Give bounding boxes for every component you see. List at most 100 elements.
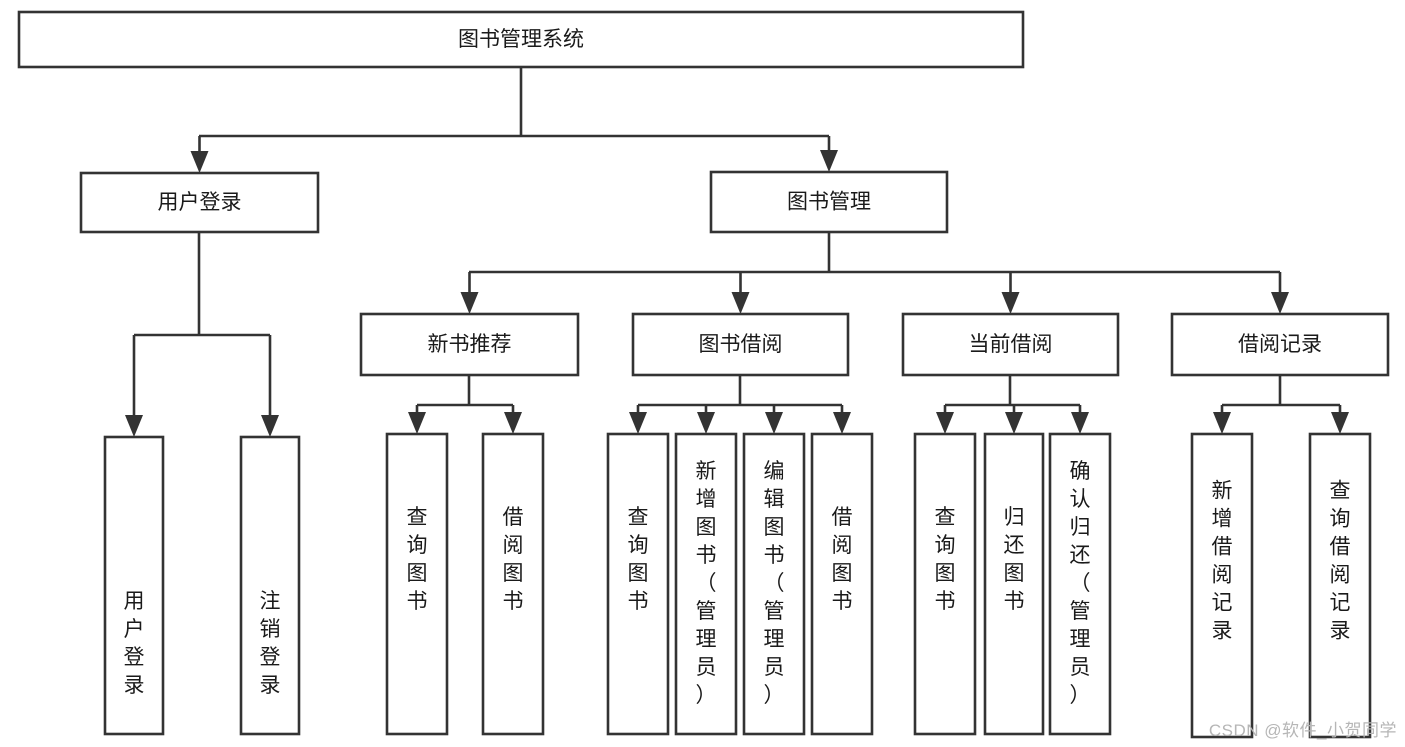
node-box-leaf-logout — [239, 435, 301, 736]
node-book-borrow[interactable]: 图书借阅 — [631, 312, 850, 377]
node-label-char: ） — [696, 684, 717, 707]
node-label-char: 图 — [503, 562, 524, 585]
node-box-new-book-recommend — [359, 312, 580, 377]
node-label-char: 阅 — [832, 534, 853, 557]
node-label-char: 理 — [764, 628, 785, 651]
node-borrow-record[interactable]: 借阅记录 — [1170, 312, 1390, 377]
node-label-char: 管 — [764, 600, 785, 623]
node-label-char: 管 — [696, 600, 717, 623]
node-label-char: 管 — [1070, 600, 1091, 623]
arrow-head-icon — [765, 412, 783, 434]
node-label-char: 借 — [1330, 535, 1351, 558]
node-current-borrow[interactable]: 当前借阅 — [901, 312, 1120, 377]
node-box-leaf-add-book — [674, 432, 738, 736]
node-label-char: 员 — [696, 656, 717, 679]
node-box-current-borrow — [901, 312, 1120, 377]
arrow-head-icon — [936, 412, 954, 434]
node-label-char: 图 — [696, 516, 717, 539]
node-label-char: 图 — [407, 562, 428, 585]
node-label-char: 销 — [260, 618, 281, 641]
node-label-char: 询 — [628, 534, 649, 557]
node-label-char: 查 — [407, 506, 428, 529]
node-label-char: 借 — [503, 506, 524, 529]
node-label-char: 书 — [832, 590, 853, 613]
node-label-char: ） — [1070, 684, 1091, 707]
node-label-char: 归 — [1004, 506, 1025, 529]
node-label-char: （ — [696, 572, 717, 595]
node-leaf-user-login[interactable]: 用户登录 — [103, 435, 165, 736]
node-label-char: 户 — [124, 618, 145, 641]
node-label-char: 员 — [764, 656, 785, 679]
node-label-char: 书 — [628, 590, 649, 613]
node-label-char: 理 — [696, 628, 717, 651]
node-label-char: 查 — [628, 506, 649, 529]
node-label-char: 确 — [1070, 460, 1091, 483]
node-label-char: 书 — [696, 544, 717, 567]
node-box-leaf-query-borrow-record — [1308, 432, 1372, 739]
connectors-layer — [125, 67, 1349, 437]
node-label-char: 图 — [1004, 562, 1025, 585]
arrow-head-icon — [1271, 292, 1289, 314]
node-label-char: 登 — [124, 646, 145, 669]
node-label-char: 注 — [260, 590, 281, 613]
node-box-leaf-borrow-book-1 — [481, 432, 545, 736]
node-box-leaf-confirm-return — [1048, 432, 1112, 736]
node-label-char: 员 — [1070, 656, 1091, 679]
arrow-head-icon — [1071, 412, 1089, 434]
arrow-head-icon — [697, 412, 715, 434]
node-label-char: 图 — [832, 562, 853, 585]
arrow-head-icon — [261, 415, 279, 437]
arrow-head-icon — [190, 151, 209, 173]
node-label-char: 询 — [1330, 507, 1351, 530]
node-box-root — [17, 10, 1025, 69]
node-label-char: 书 — [764, 544, 785, 567]
node-root[interactable]: 图书管理系统 — [17, 10, 1025, 69]
node-box-leaf-query-book-2 — [606, 432, 670, 736]
node-label-char: 记 — [1212, 591, 1233, 614]
node-book-management[interactable]: 图书管理 — [709, 170, 949, 234]
node-label-char: ） — [764, 684, 785, 707]
node-label-char: 还 — [1070, 544, 1091, 567]
node-label-char: 书 — [935, 590, 956, 613]
node-label-root: 图书管理系统 — [458, 28, 584, 51]
node-label-char: 用 — [124, 590, 145, 613]
node-label-char: 借 — [1212, 535, 1233, 558]
arrow-head-icon — [1331, 412, 1349, 434]
node-label-char: 询 — [935, 534, 956, 557]
arrow-head-icon — [833, 412, 851, 434]
arrow-head-icon — [1001, 292, 1020, 314]
node-label-char: 书 — [503, 590, 524, 613]
node-label-char: 书 — [1004, 590, 1025, 613]
node-label-char: 认 — [1070, 488, 1091, 511]
node-label-char: 录 — [1212, 619, 1233, 642]
arrow-head-icon — [504, 412, 522, 434]
node-label-char: 登 — [260, 646, 281, 669]
node-label-char: 归 — [1070, 516, 1091, 539]
node-box-leaf-return-book — [983, 432, 1045, 736]
node-box-leaf-add-borrow-record — [1190, 432, 1254, 739]
arrow-head-icon — [629, 412, 647, 434]
node-box-user-login — [79, 171, 320, 234]
node-label-char: 新 — [696, 460, 717, 483]
node-box-leaf-query-book-1 — [385, 432, 449, 736]
node-label-book-borrow: 图书借阅 — [699, 333, 783, 356]
nodes-layer: 图书管理系统用户登录图书管理新书推荐图书借阅当前借阅借阅记录用户登录注销登录查询… — [17, 10, 1390, 739]
node-label-char: 记 — [1330, 591, 1351, 614]
node-new-book-recommend[interactable]: 新书推荐 — [359, 312, 580, 377]
node-label-char: 书 — [407, 590, 428, 613]
node-user-login[interactable]: 用户登录 — [79, 171, 320, 234]
node-label-char: 还 — [1004, 534, 1025, 557]
